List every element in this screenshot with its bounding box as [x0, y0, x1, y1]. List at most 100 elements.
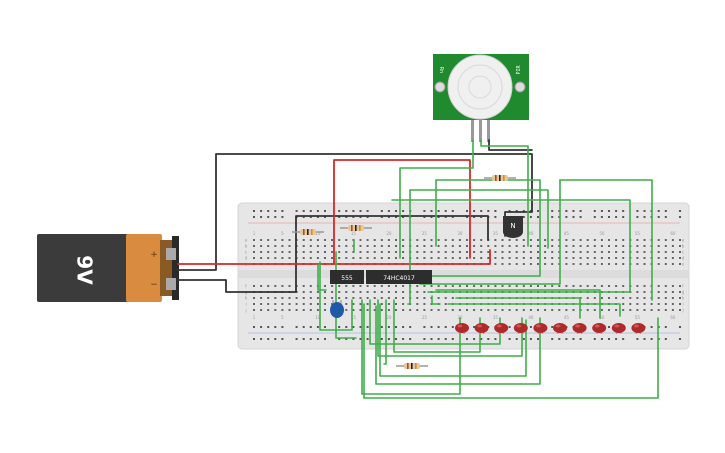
- breadboard-hole: [579, 263, 582, 265]
- breadboard-hole: [473, 251, 476, 253]
- breadboard-hole: [359, 303, 362, 305]
- breadboard-hole: [608, 251, 610, 253]
- breadboard-hole: [338, 210, 341, 212]
- wire-green-1: [399, 139, 474, 259]
- breadboard-hole: [380, 297, 383, 299]
- breadboard-hole: [657, 210, 660, 212]
- breadboard-hole: [529, 251, 532, 253]
- breadboard-hole: [473, 245, 476, 247]
- breadboard-hole: [643, 210, 646, 212]
- breadboard-hole: [586, 297, 589, 299]
- breadboard-hole: [664, 297, 667, 299]
- breadboard-hole: [288, 245, 291, 247]
- breadboard-hole: [316, 245, 319, 247]
- breadboard-hole: [501, 285, 504, 287]
- breadboard-hole: [522, 251, 525, 253]
- breadboard-hole: [274, 210, 277, 212]
- breadboard-hole: [544, 309, 547, 311]
- breadboard-hole: [615, 309, 618, 311]
- breadboard-hole: [664, 291, 667, 293]
- breadboard-hole: [345, 326, 348, 328]
- breadboard-hole: [544, 245, 547, 247]
- breadboard-hole: [402, 309, 405, 311]
- breadboard-hole: [579, 257, 582, 259]
- breadboard-hole: [458, 239, 461, 241]
- column-number: 25: [422, 231, 428, 236]
- breadboard-hole: [380, 291, 383, 293]
- breadboard-hole: [501, 309, 504, 311]
- breadboard-hole: [366, 257, 369, 259]
- breadboard-hole: [387, 251, 390, 253]
- breadboard-hole: [593, 257, 596, 259]
- column-number: 55: [635, 315, 641, 320]
- row-letter: c: [682, 250, 684, 255]
- breadboard-hole: [565, 239, 568, 241]
- breadboard-hole: [302, 297, 305, 299]
- breadboard-hole: [345, 210, 348, 212]
- breadboard-hole: [586, 285, 589, 287]
- breadboard-hole: [402, 285, 405, 287]
- breadboard-hole: [274, 257, 277, 259]
- led: [592, 323, 607, 334]
- breadboard-hole: [551, 257, 554, 259]
- breadboard-hole: [430, 285, 433, 287]
- breadboard-hole: [600, 210, 603, 212]
- breadboard-hole: [423, 251, 426, 253]
- breadboard-hole: [643, 297, 646, 299]
- breadboard-hole: [316, 239, 319, 241]
- breadboard-hole: [529, 210, 532, 212]
- wire-black-top: [177, 153, 533, 271]
- battery-label: 9V: [73, 255, 97, 285]
- breadboard-hole: [529, 245, 532, 247]
- breadboard-hole: [615, 338, 618, 340]
- breadboard-hole: [551, 309, 554, 311]
- breadboard-hole: [366, 326, 369, 328]
- breadboard-hole: [366, 245, 369, 247]
- breadboard-hole: [352, 338, 355, 340]
- breadboard-hole: [480, 245, 483, 247]
- breadboard-hole: [586, 245, 589, 247]
- breadboard-hole: [480, 338, 483, 340]
- breadboard-hole: [316, 309, 319, 311]
- breadboard-hole: [409, 309, 412, 311]
- breadboard-hole: [650, 309, 653, 311]
- breadboard-hole: [565, 245, 568, 247]
- breadboard-hole: [522, 216, 525, 218]
- breadboard-hole: [480, 309, 483, 311]
- breadboard-hole: [359, 309, 362, 311]
- breadboard-hole: [309, 239, 312, 241]
- breadboard-hole: [338, 257, 341, 259]
- wire-green-23: [455, 297, 581, 319]
- breadboard-hole: [423, 257, 426, 259]
- breadboard-hole: [664, 257, 667, 259]
- row-letter: f: [682, 284, 684, 289]
- breadboard-hole: [437, 216, 440, 218]
- breadboard-hole: [508, 245, 511, 247]
- breadboard-hole: [671, 251, 674, 253]
- row-letter: h: [245, 296, 248, 301]
- breadboard-hole: [380, 303, 383, 305]
- breadboard-hole: [508, 263, 511, 265]
- breadboard-hole: [650, 338, 653, 340]
- breadboard-hole: [501, 257, 504, 259]
- column-number: 55: [635, 231, 641, 236]
- breadboard-hole: [522, 239, 525, 241]
- breadboard-hole: [650, 326, 653, 328]
- breadboard-hole: [430, 239, 433, 241]
- breadboard-hole: [679, 251, 681, 253]
- breadboard-hole: [380, 257, 383, 259]
- breadboard-hole: [416, 297, 419, 299]
- breadboard-hole: [324, 210, 326, 212]
- column-number: 1: [253, 315, 256, 320]
- breadboard-hole: [494, 245, 497, 247]
- breadboard-hole: [494, 263, 497, 265]
- breadboard-hole: [487, 245, 490, 247]
- breadboard-hole: [430, 326, 433, 328]
- breadboard-hole: [636, 245, 639, 247]
- led: [494, 323, 509, 334]
- breadboard-hole: [274, 285, 277, 287]
- breadboard-hole: [466, 210, 468, 212]
- breadboard-hole: [643, 263, 646, 265]
- breadboard-hole: [274, 303, 277, 305]
- breadboard-hole: [366, 216, 369, 218]
